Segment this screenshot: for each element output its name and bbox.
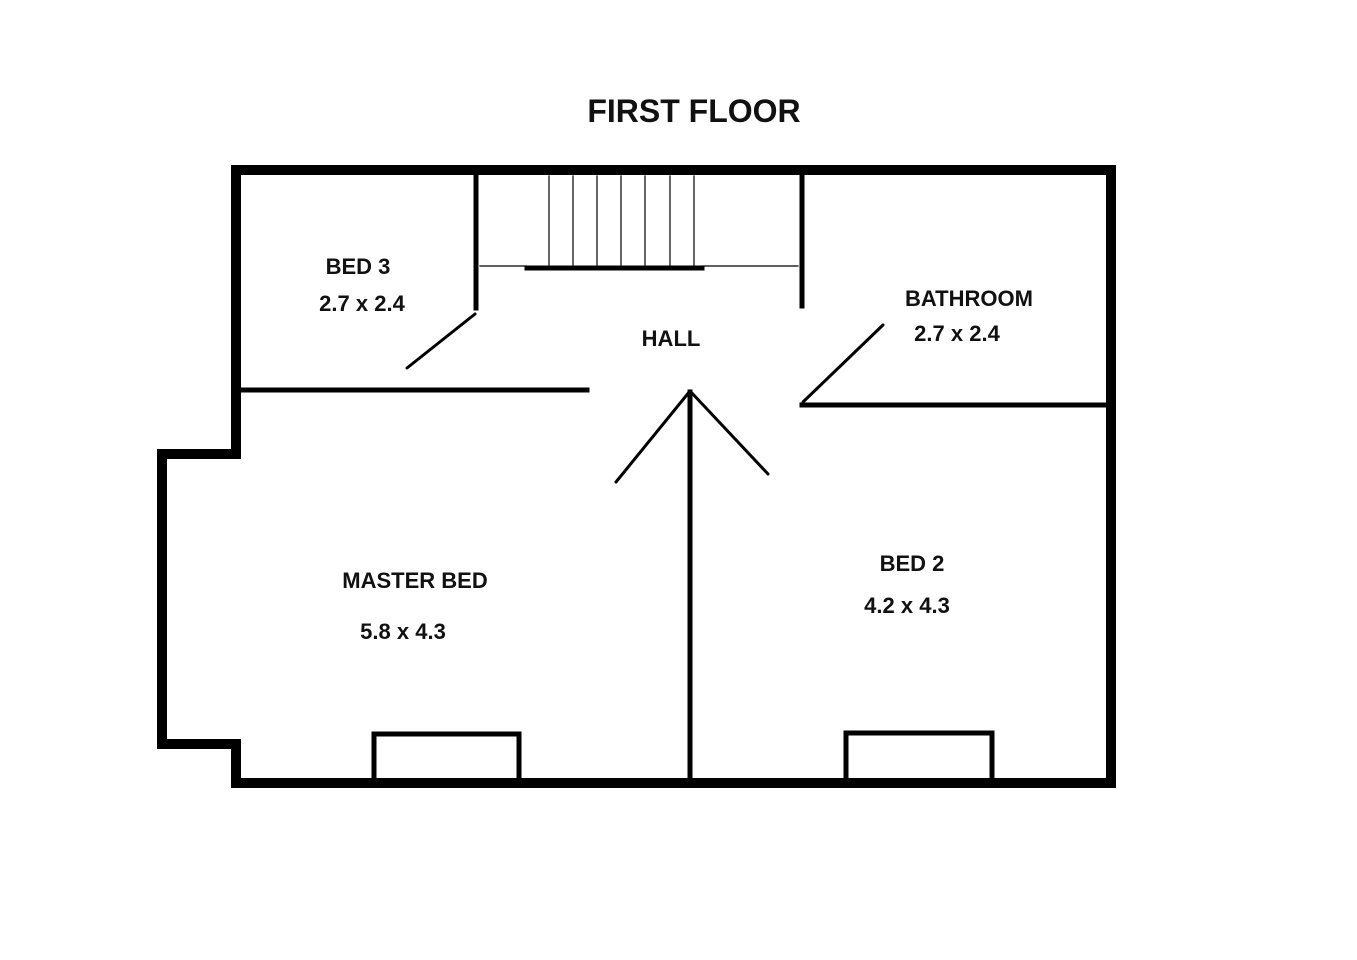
room-bed2: BED 2 4.2 x 4.3 (864, 551, 950, 618)
fireplaces (371, 730, 995, 782)
room-bathroom-size: 2.7 x 2.4 (914, 321, 1000, 346)
interior-walls (238, 173, 1110, 782)
room-bed2-name: BED 2 (880, 551, 945, 576)
fireplace-bed2 (843, 730, 995, 782)
door-bed3 (405, 312, 477, 370)
room-bed2-size: 4.2 x 4.3 (864, 593, 950, 618)
door-bathroom (801, 323, 885, 404)
outer-wall-perimeter (157, 165, 1116, 788)
room-bathroom: BATHROOM 2.7 x 2.4 (905, 286, 1033, 346)
room-master-name: MASTER BED (342, 568, 487, 593)
room-master: MASTER BED 5.8 x 4.3 (342, 568, 487, 644)
plan-title: FIRST FLOOR (587, 93, 800, 129)
room-hall-name: HALL (642, 326, 701, 351)
door-bed2 (688, 389, 770, 476)
doors (405, 312, 885, 484)
room-master-size: 5.8 x 4.3 (360, 619, 446, 644)
room-bathroom-name: BATHROOM (905, 286, 1033, 311)
door-master (614, 389, 692, 484)
fireplace-master (371, 731, 522, 782)
room-bed3: BED 3 2.7 x 2.4 (319, 254, 405, 316)
room-hall: HALL (642, 326, 701, 351)
outer-walls (157, 165, 1116, 788)
room-bed3-size: 2.7 x 2.4 (319, 291, 405, 316)
room-bed3-name: BED 3 (326, 254, 391, 279)
staircase (479, 175, 799, 271)
